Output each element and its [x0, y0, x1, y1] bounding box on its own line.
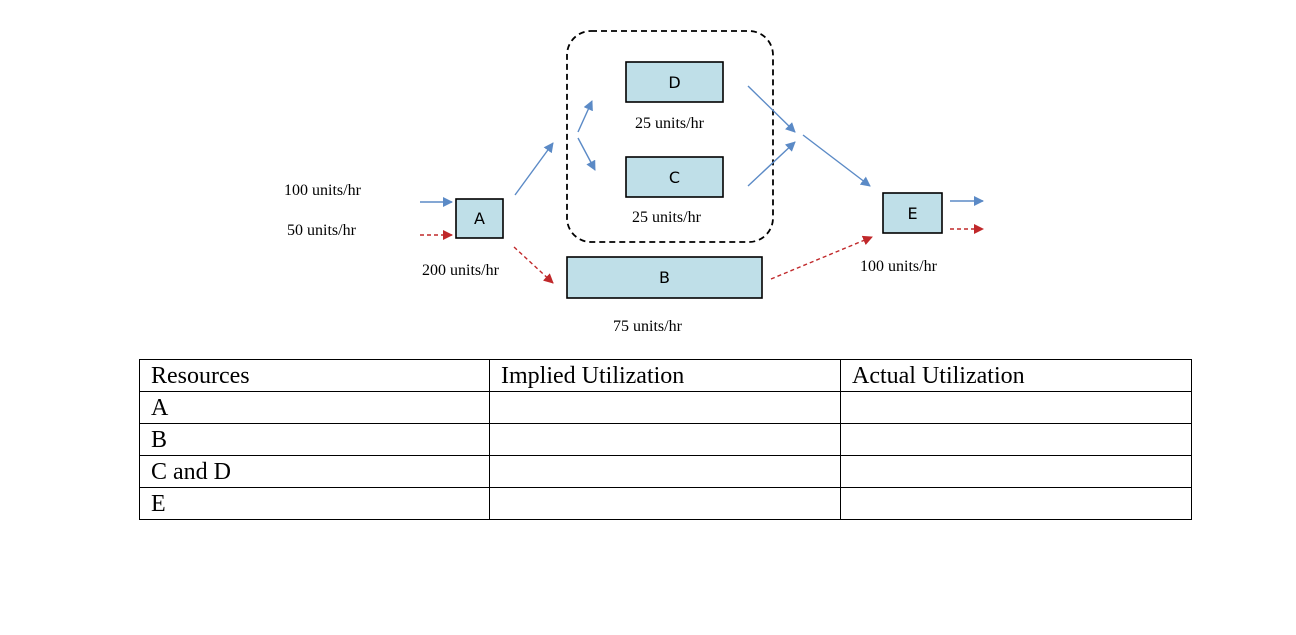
header-implied-utilization: Implied Utilization — [489, 359, 841, 392]
resource-cell: C and D — [139, 455, 490, 488]
resource-d-rate: 25 units/hr — [635, 115, 705, 132]
a-to-cd-arrow — [514, 142, 554, 196]
resource-cell: A — [139, 391, 490, 424]
input-red-rate: 50 units/hr — [287, 222, 357, 239]
a-to-b-arrow — [513, 246, 554, 284]
resource-a-label: A — [474, 209, 485, 228]
table-row: E — [139, 487, 1192, 520]
implied-utilization-cell[interactable] — [489, 391, 841, 424]
header-resources: Resources — [139, 359, 490, 392]
resource-b-rate: 75 units/hr — [613, 318, 683, 335]
merge-to-e-arrow — [802, 134, 871, 187]
process-flow-diagram: A D C B E 100 units/hr 50 units/hr 200 u… — [284, 30, 984, 335]
implied-utilization-cell[interactable] — [489, 455, 841, 488]
resource-cell: E — [139, 487, 490, 520]
actual-utilization-cell[interactable] — [840, 487, 1192, 520]
resource-c-rate: 25 units/hr — [632, 209, 702, 226]
d-to-merge-arrow — [747, 85, 796, 133]
resource-c: C — [625, 156, 724, 198]
table-row: B — [139, 423, 1192, 456]
actual-utilization-cell[interactable] — [840, 423, 1192, 456]
resource-a: A — [455, 198, 504, 239]
implied-utilization-cell[interactable] — [489, 487, 841, 520]
b-to-e-arrow — [770, 235, 873, 280]
implied-utilization-cell[interactable] — [489, 423, 841, 456]
resource-b: B — [566, 256, 763, 299]
resource-b-label: B — [659, 268, 670, 287]
actual-utilization-cell[interactable] — [840, 391, 1192, 424]
split-to-c-arrow — [577, 137, 596, 171]
input-blue-rate: 100 units/hr — [284, 182, 362, 199]
resource-a-rate: 200 units/hr — [422, 262, 500, 279]
resource-e-rate: 100 units/hr — [860, 258, 938, 275]
c-to-merge-arrow — [747, 141, 796, 187]
utilization-table: Resources Implied Utilization Actual Uti… — [139, 359, 1192, 520]
resource-d-label: D — [668, 73, 680, 92]
resource-e-label: E — [907, 204, 917, 223]
table-row: C and D — [139, 455, 1192, 488]
split-to-d-arrow — [577, 100, 593, 133]
header-actual-utilization: Actual Utilization — [840, 359, 1192, 392]
resource-e: E — [882, 192, 943, 234]
resource-d: D — [625, 61, 724, 103]
resource-c-label: C — [669, 168, 680, 187]
actual-utilization-cell[interactable] — [840, 455, 1192, 488]
table-header-row: Resources Implied Utilization Actual Uti… — [139, 359, 1192, 392]
table-row: A — [139, 391, 1192, 424]
parallel-group-boundary — [566, 30, 774, 243]
resource-cell: B — [139, 423, 490, 456]
